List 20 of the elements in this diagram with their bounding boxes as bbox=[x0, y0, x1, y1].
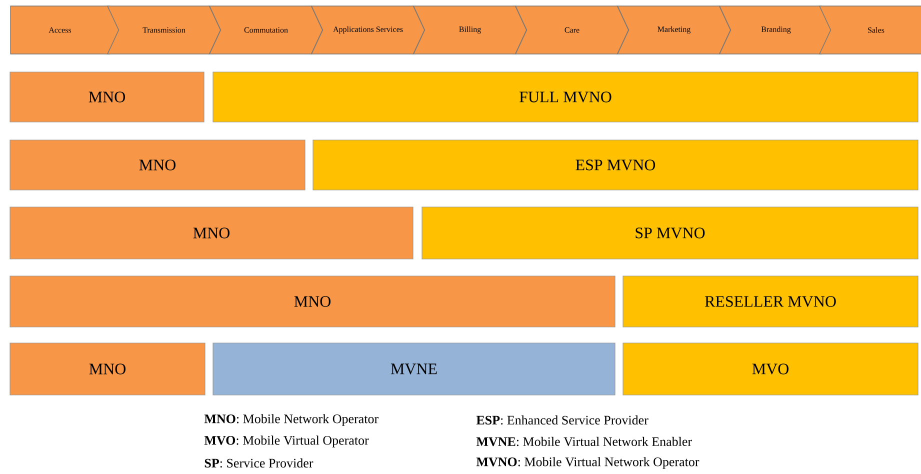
value-chain-step: Access bbox=[10, 6, 122, 54]
node-label: Sales bbox=[868, 27, 884, 33]
legend-text: ESP: Enhanced Service Provider bbox=[476, 415, 648, 425]
role-bar: MNO bbox=[10, 206, 414, 260]
role-bar: MNO bbox=[10, 276, 616, 328]
role-bar: RESELLER MVNO bbox=[622, 276, 918, 328]
role-bar: MVNE bbox=[212, 342, 616, 396]
role-bar: ESP MVNO bbox=[312, 140, 918, 190]
role-bar: MNO bbox=[10, 342, 206, 396]
role-bar: MVO bbox=[622, 342, 918, 396]
role-bar: MNO bbox=[10, 140, 306, 190]
role-bar: FULL MVNO bbox=[212, 72, 918, 122]
legend-text: SP: Service Provider bbox=[204, 458, 314, 468]
role-bar: MNO bbox=[10, 72, 204, 122]
legend-text: MVNO: Mobile Virtual Network Operator bbox=[476, 457, 700, 469]
value-chain-step: Sales bbox=[818, 6, 921, 54]
legend-text: MNO: Mobile Network Operator bbox=[204, 414, 378, 426]
legend-text: MVO: Mobile Virtual Operator bbox=[204, 436, 369, 448]
legend-text: MVNE: Mobile Virtual Network Enabler bbox=[476, 436, 692, 446]
role-bar: SP MVNO bbox=[422, 206, 918, 260]
